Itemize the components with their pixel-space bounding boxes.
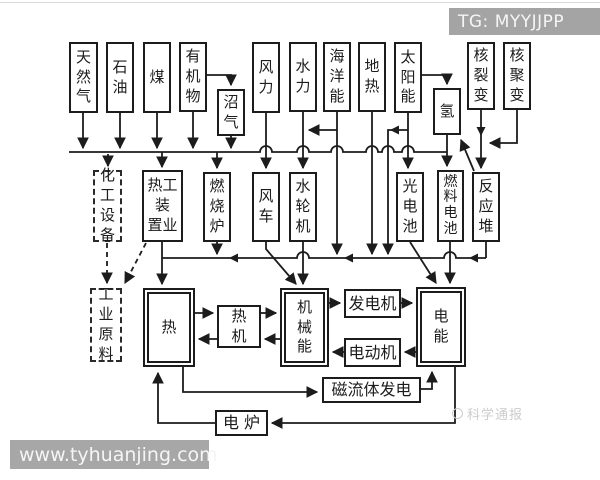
node-nuclear-fission: 核 裂 变 — [467, 42, 495, 110]
node-mhd-generation: 磁流体发电 — [322, 377, 421, 403]
node-generator: 发电机 — [344, 289, 401, 318]
node-hydro-power: 水 力 — [289, 42, 317, 112]
node-mechanical-energy: 机 械 能 — [280, 288, 329, 367]
node-label: 电 能 — [433, 307, 449, 345]
node-label: 风 车 — [258, 187, 274, 225]
node-label: 电 炉 — [222, 413, 261, 432]
node-heat: 热 — [143, 288, 195, 367]
node-electric-motor: 电动机 — [344, 338, 401, 367]
node-label: 化 工 设 备 — [99, 166, 115, 244]
tg-watermark-text: TG: MYYJJPP — [458, 11, 565, 32]
node-oil: 石 油 — [106, 42, 134, 113]
node-organic-matter: 有 机 物 — [179, 42, 207, 112]
node-reactor: 反 应 堆 — [472, 172, 500, 242]
node-electric-energy: 电 能 — [416, 287, 466, 367]
node-windmill: 风 车 — [252, 172, 280, 242]
node-solar-energy: 太 阳 能 — [394, 42, 422, 113]
node-label: 煤 — [149, 67, 165, 86]
top-divider — [0, 2, 600, 3]
node-label: 热 — [161, 317, 177, 336]
node-label: 氢 — [439, 101, 455, 120]
node-label: 工 业 原 料 — [98, 285, 114, 363]
node-label: 燃 烧 炉 — [209, 177, 225, 235]
node-photovoltaic-cell: 光 电 池 — [396, 172, 424, 242]
node-hydrogen: 氢 — [433, 88, 461, 135]
source-logo-icon — [452, 408, 463, 419]
node-label: 风 力 — [258, 57, 274, 96]
node-water-turbine: 水 轮 机 — [289, 172, 317, 242]
site-watermark-badge: www.tyhuanjing.com — [10, 440, 218, 469]
node-label: 天 然 气 — [75, 47, 91, 106]
node-label: 核 裂 变 — [473, 46, 489, 104]
node-natural-gas: 天 然 气 — [69, 42, 98, 113]
node-label: 有 机 物 — [185, 47, 201, 105]
node-industrial-materials: 工 业 原 料 — [90, 285, 122, 363]
site-watermark-text: www.tyhuanjing.com — [19, 443, 218, 466]
node-fuel-cell: 燃 料 电 池 — [437, 170, 464, 242]
source-watermark: 科学通报 — [452, 404, 523, 423]
node-combustion-furnace: 燃 烧 炉 — [203, 172, 231, 242]
node-heat-engine: 热 机 — [217, 305, 261, 348]
node-label: 沼 气 — [223, 92, 239, 131]
node-label: 水 力 — [295, 57, 311, 95]
node-ocean-energy: 海 洋 能 — [323, 42, 351, 112]
node-label: 磁流体发电 — [331, 380, 412, 399]
node-label: 机 械 能 — [296, 297, 312, 356]
node-nuclear-fusion: 核 聚 变 — [503, 42, 531, 110]
node-label: 发电机 — [348, 293, 397, 313]
source-watermark-text: 科学通报 — [467, 408, 524, 423]
node-label: 海 洋 能 — [329, 47, 345, 105]
node-label: 核 聚 变 — [509, 46, 525, 104]
node-geothermal: 地 热 — [358, 42, 386, 112]
node-label: 反 应 堆 — [478, 177, 494, 235]
node-wind-power: 风 力 — [252, 42, 280, 113]
node-thermal-device: 热工 装 置业 — [142, 170, 183, 242]
node-biogas: 沼 气 — [217, 89, 245, 136]
node-label: 电动机 — [348, 342, 397, 362]
node-coal: 煤 — [143, 42, 171, 113]
node-chemical-equipment: 化 工 设 备 — [93, 166, 122, 244]
node-label: 光 电 池 — [402, 177, 418, 235]
node-electric-furnace: 电 炉 — [215, 410, 268, 436]
node-label: 地 热 — [364, 57, 380, 95]
node-label: 太 阳 能 — [400, 47, 416, 106]
node-label: 燃 料 电 池 — [443, 173, 458, 237]
node-label: 石 油 — [112, 57, 128, 96]
node-label: 水 轮 机 — [295, 177, 311, 235]
node-label: 热工 装 置业 — [147, 176, 178, 234]
tg-watermark-badge: TG: MYYJJPP — [449, 8, 600, 35]
node-label: 热 机 — [231, 306, 247, 345]
